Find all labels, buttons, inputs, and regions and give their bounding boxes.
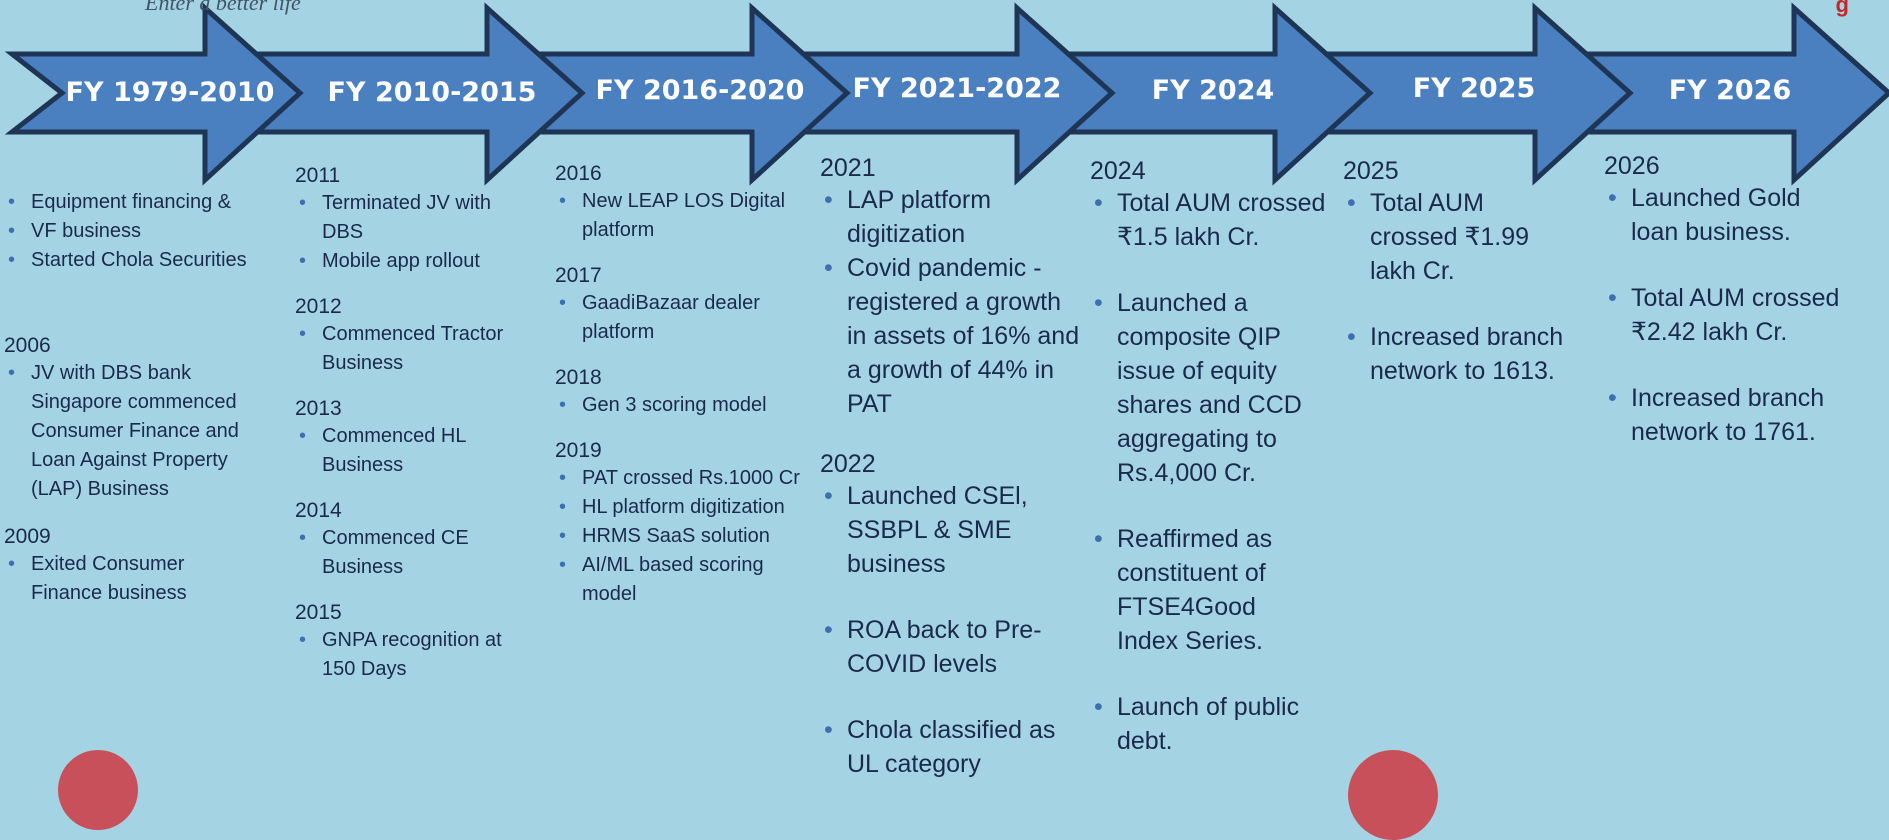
- milestone-item: Equipment financing &: [4, 188, 272, 217]
- phase-column-2016-2020: 2016 New LEAP LOS Digital platform 2017 …: [555, 161, 825, 609]
- milestone-item: Started Chola Securities: [4, 246, 272, 275]
- milestone-list: Total AUM crossed ₹1.99 lakh Cr. Increas…: [1343, 186, 1588, 388]
- year-heading: 2017: [555, 264, 602, 287]
- milestone-list: LAP platform digitization Covid pandemic…: [820, 183, 1085, 421]
- milestone-item: Terminated JV with DBS: [295, 189, 502, 247]
- milestone-list: Equipment financing & VF business Starte…: [4, 188, 272, 275]
- decorative-circle: [1348, 750, 1438, 840]
- brand-logo-fragment: g: [1835, 0, 1849, 17]
- milestone-item: Launched Gold loan business.: [1604, 181, 1831, 249]
- milestone-item: GaadiBazaar dealer platform: [555, 289, 812, 347]
- phase-label-2026: FY 2026: [1668, 75, 1792, 106]
- year-heading: 2012: [295, 295, 342, 318]
- phase-column-2025: 2025 Total AUM crossed ₹1.99 lakh Cr. In…: [1343, 156, 1588, 388]
- phase-label-2024: FY 2024: [1151, 75, 1275, 106]
- year-heading: 2019: [555, 439, 602, 462]
- phase-column-1979-2010: Equipment financing & VF business Starte…: [4, 188, 272, 608]
- milestone-item: ROA back to Pre-COVID levels: [820, 613, 1057, 681]
- milestone-item: Launch of public debt.: [1090, 690, 1317, 758]
- phase-label-2016-2020: FY 2016-2020: [595, 75, 805, 106]
- timeline-arrows: [4, 2, 1889, 186]
- year-heading: 2022: [820, 450, 876, 478]
- year-heading: 2011: [295, 164, 341, 187]
- year-heading: 2025: [1343, 157, 1399, 185]
- phase-label-1979-2010: FY 1979-2010: [65, 77, 275, 108]
- milestone-item: New LEAP LOS Digital platform: [555, 187, 812, 245]
- milestone-list: JV with DBS bank Singapore commenced Con…: [4, 359, 272, 504]
- milestone-item: Gen 3 scoring model: [555, 391, 825, 420]
- milestone-item: Total AUM crossed ₹2.42 lakh Cr.: [1604, 281, 1861, 349]
- year-heading: 2013: [295, 397, 342, 420]
- milestone-item: Launched CSEl, SSBPL & SME business: [820, 479, 1085, 581]
- year-heading: 2021: [820, 154, 876, 182]
- milestone-list: Exited Consumer Finance business: [4, 550, 272, 608]
- phase-label-2021-2022: FY 2021-2022: [852, 73, 1062, 104]
- year-heading: 2024: [1090, 157, 1146, 185]
- milestone-item: Launched a composite QIP issue of equity…: [1090, 286, 1307, 490]
- milestone-item: HRMS SaaS solution: [555, 522, 825, 551]
- milestone-item: Chola classified as UL category: [820, 713, 1085, 781]
- phase-column-2021-2022: 2021 LAP platform digitization Covid pan…: [820, 153, 1085, 781]
- milestone-item: JV with DBS bank Singapore commenced Con…: [4, 359, 272, 504]
- milestone-item: Covid pandemic - registered a growth in …: [820, 251, 1085, 421]
- milestone-item: LAP platform digitization: [820, 183, 1085, 251]
- decorative-circle: [58, 750, 138, 830]
- phase-label-2025: FY 2025: [1412, 73, 1536, 104]
- year-heading: 2016: [555, 162, 602, 185]
- milestone-list: New LEAP LOS Digital platform: [555, 187, 825, 245]
- milestone-list: PAT crossed Rs.1000 Cr HL platform digit…: [555, 464, 825, 609]
- year-heading: 2009: [4, 525, 51, 548]
- phase-column-2010-2015: 2011 Terminated JV with DBS Mobile app r…: [295, 163, 535, 684]
- phase-label-2010-2015: FY 2010-2015: [327, 77, 537, 108]
- milestone-item: AI/ML based scoring model: [555, 551, 802, 609]
- milestone-list: Gen 3 scoring model: [555, 391, 825, 420]
- milestone-list: Total AUM crossed ₹1.5 lakh Cr. Launched…: [1090, 186, 1335, 758]
- year-heading: 2006: [4, 334, 51, 357]
- milestone-item: Commenced Tractor Business: [295, 320, 542, 378]
- milestone-item: VF business: [4, 217, 272, 246]
- milestone-list: Commenced CE Business: [295, 524, 535, 582]
- milestone-list: Commenced HL Business: [295, 422, 535, 480]
- milestone-list: Launched CSEl, SSBPL & SME business ROA …: [820, 479, 1085, 781]
- brand-tagline: Enter a better life: [145, 0, 301, 15]
- phase-column-2024: 2024 Total AUM crossed ₹1.5 lakh Cr. Lau…: [1090, 156, 1335, 758]
- milestone-item: Mobile app rollout: [295, 247, 535, 276]
- milestone-list: GNPA recognition at 150 Days: [295, 626, 535, 684]
- year-heading: 2015: [295, 601, 342, 624]
- milestone-item: Commenced CE Business: [295, 524, 502, 582]
- milestone-item: Total AUM crossed ₹1.5 lakh Cr.: [1090, 186, 1335, 254]
- milestone-list: Launched Gold loan business. Total AUM c…: [1604, 181, 1874, 449]
- timeline-arrow-1: [4, 2, 304, 186]
- milestone-list: Commenced Tractor Business: [295, 320, 535, 378]
- milestone-item: Reaffirmed as constituent of FTSE4Good I…: [1090, 522, 1317, 658]
- milestone-item: Increased branch network to 1761.: [1604, 381, 1861, 449]
- milestone-item: Total AUM crossed ₹1.99 lakh Cr.: [1343, 186, 1550, 288]
- year-heading: 2018: [555, 366, 602, 389]
- milestone-item: Increased branch network to 1613.: [1343, 320, 1585, 388]
- milestone-item: HL platform digitization: [555, 493, 825, 522]
- milestone-item: PAT crossed Rs.1000 Cr: [555, 464, 825, 493]
- milestone-item: Commenced HL Business: [295, 422, 502, 480]
- phase-column-2026: 2026 Launched Gold loan business. Total …: [1604, 151, 1874, 449]
- year-heading: 2014: [295, 499, 342, 522]
- milestone-list: GaadiBazaar dealer platform: [555, 289, 825, 347]
- milestone-item: Exited Consumer Finance business: [4, 550, 211, 608]
- year-heading: 2026: [1604, 152, 1660, 180]
- milestone-item: GNPA recognition at 150 Days: [295, 626, 532, 684]
- milestone-list: Terminated JV with DBS Mobile app rollou…: [295, 189, 535, 276]
